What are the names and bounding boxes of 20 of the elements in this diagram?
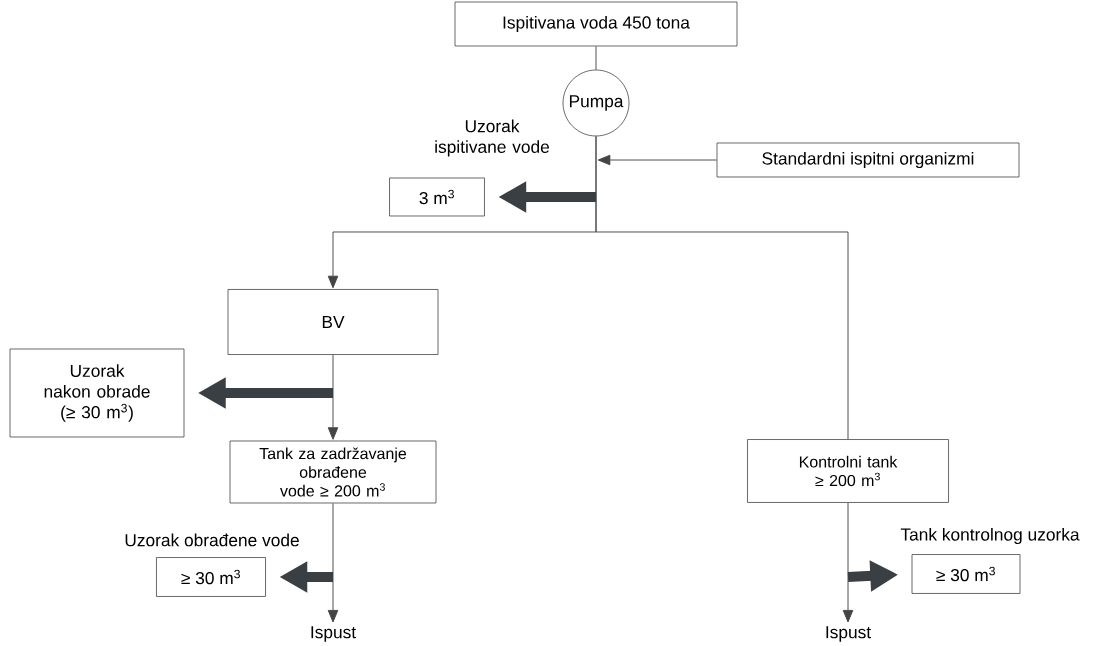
arrow [842, 502, 854, 623]
tank-box: Kontrolni tank ≥ 200 m$^{3}$ [747, 439, 949, 503]
sample-box: Uzorak nakon obrade (≥ 30 m$^{3}$) [9, 348, 185, 438]
process-box: BV [227, 289, 439, 355]
sample-box: ≥ 30 m$^{3}$ [156, 557, 266, 597]
tank-box: Tank za zadržavanje obrađene vode ≥ 200 m$^{3}$ [229, 440, 437, 504]
sample-box: ≥ 30 m$^{3}$ [911, 554, 1021, 594]
arrow [327, 502, 339, 623]
source-box: Ispitivana voda 450 tona [454, 1, 738, 47]
outlet-label: Ispust [311, 626, 356, 642]
arrow [327, 354, 339, 440]
sample-heading: Tank kontrolnog uzorka [900, 527, 1080, 545]
outlet-label: Ispust [826, 626, 871, 642]
sample-heading: Uzorak ispitivane vode [435, 119, 549, 157]
sample-box: 3 m$^{3}$ [389, 177, 485, 217]
connector-line [595, 45, 597, 71]
arrow [597, 154, 718, 166]
process-box: Standardni ispitni organizmi [716, 142, 1020, 178]
sample-heading: Uzorak obrađene vode [125, 533, 299, 547]
connector-line [595, 135, 849, 440]
